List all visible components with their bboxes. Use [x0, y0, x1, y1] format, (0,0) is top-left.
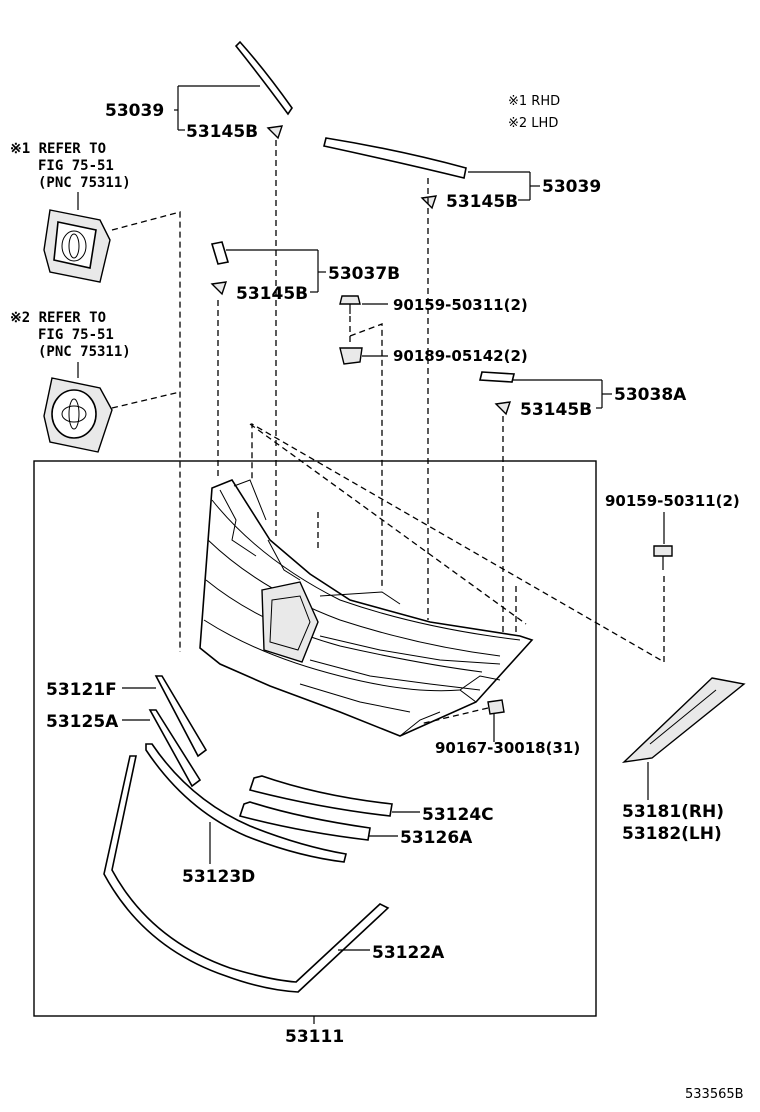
label-53122a: 53122A: [372, 943, 445, 963]
molding-53121f: [122, 675, 208, 758]
molding-53181-53182: [621, 677, 746, 800]
label-90167: 90167-30018(31): [435, 739, 580, 757]
label-90159-b: 90159-50311(2): [605, 492, 740, 510]
molding-53123d: [145, 743, 347, 864]
label-53123d: 53123D: [182, 867, 255, 887]
molding-53037b: [210, 241, 326, 293]
label-53126a: 53126A: [400, 828, 473, 848]
radiator-grille-assembly: [199, 479, 534, 737]
molding-53122a: [103, 755, 390, 993]
label-53145b-a: 53145B: [186, 122, 258, 142]
clip-90167: [487, 699, 505, 742]
label-90189: 90189-05142(2): [393, 347, 528, 365]
label-53037b: 53037B: [328, 264, 400, 284]
label-53038a: 53038A: [614, 385, 687, 405]
label-53111: 53111: [285, 1027, 344, 1047]
label-53039-left: 53039: [105, 101, 164, 121]
label-53039-right: 53039: [542, 177, 601, 197]
emblem-rhd: [43, 192, 111, 283]
label-53145b-c: 53145B: [236, 284, 308, 304]
molding-53038a: [478, 371, 612, 409]
molding-53039-left: [174, 40, 293, 131]
clip-53145b-c: [210, 281, 228, 296]
emblem-lhd: [43, 362, 113, 453]
clip-53145b-a: [266, 125, 284, 140]
ref2-line3: (PNC 75311): [38, 344, 131, 360]
clip-90189: [339, 347, 388, 365]
ref1-line1: ※1 REFER TO: [10, 141, 106, 157]
figure-id: 533565B: [685, 1087, 744, 1102]
label-53145b-d: 53145B: [520, 400, 592, 420]
note-lhd: ※2 LHD: [508, 116, 558, 131]
ref2-line1: ※2 REFER TO: [10, 310, 106, 326]
assembly-box: [33, 460, 597, 1017]
molding-53126a: [238, 801, 398, 841]
molding-53124c: [248, 775, 420, 817]
label-53124c: 53124C: [422, 805, 494, 825]
clip-53145b-d: [494, 401, 512, 416]
label-53121f: 53121F: [46, 680, 117, 700]
molding-53125a: [122, 709, 202, 788]
label-53182: 53182(LH): [622, 824, 722, 844]
screw-90159-b: [653, 512, 673, 570]
screw-90159-a: [339, 295, 388, 314]
ref1-line3: (PNC 75311): [38, 175, 131, 191]
label-90159-a: 90159-50311(2): [393, 296, 528, 314]
ref1-line2: FIG 75-51: [38, 158, 114, 174]
label-53125a: 53125A: [46, 712, 119, 732]
label-53181: 53181(RH): [622, 802, 724, 822]
molding-53039-right: [323, 137, 540, 201]
ref2-line2: FIG 75-51: [38, 327, 114, 343]
note-rhd: ※1 RHD: [508, 94, 560, 109]
clip-53145b-b: [420, 195, 438, 210]
label-53145b-b: 53145B: [446, 192, 518, 212]
